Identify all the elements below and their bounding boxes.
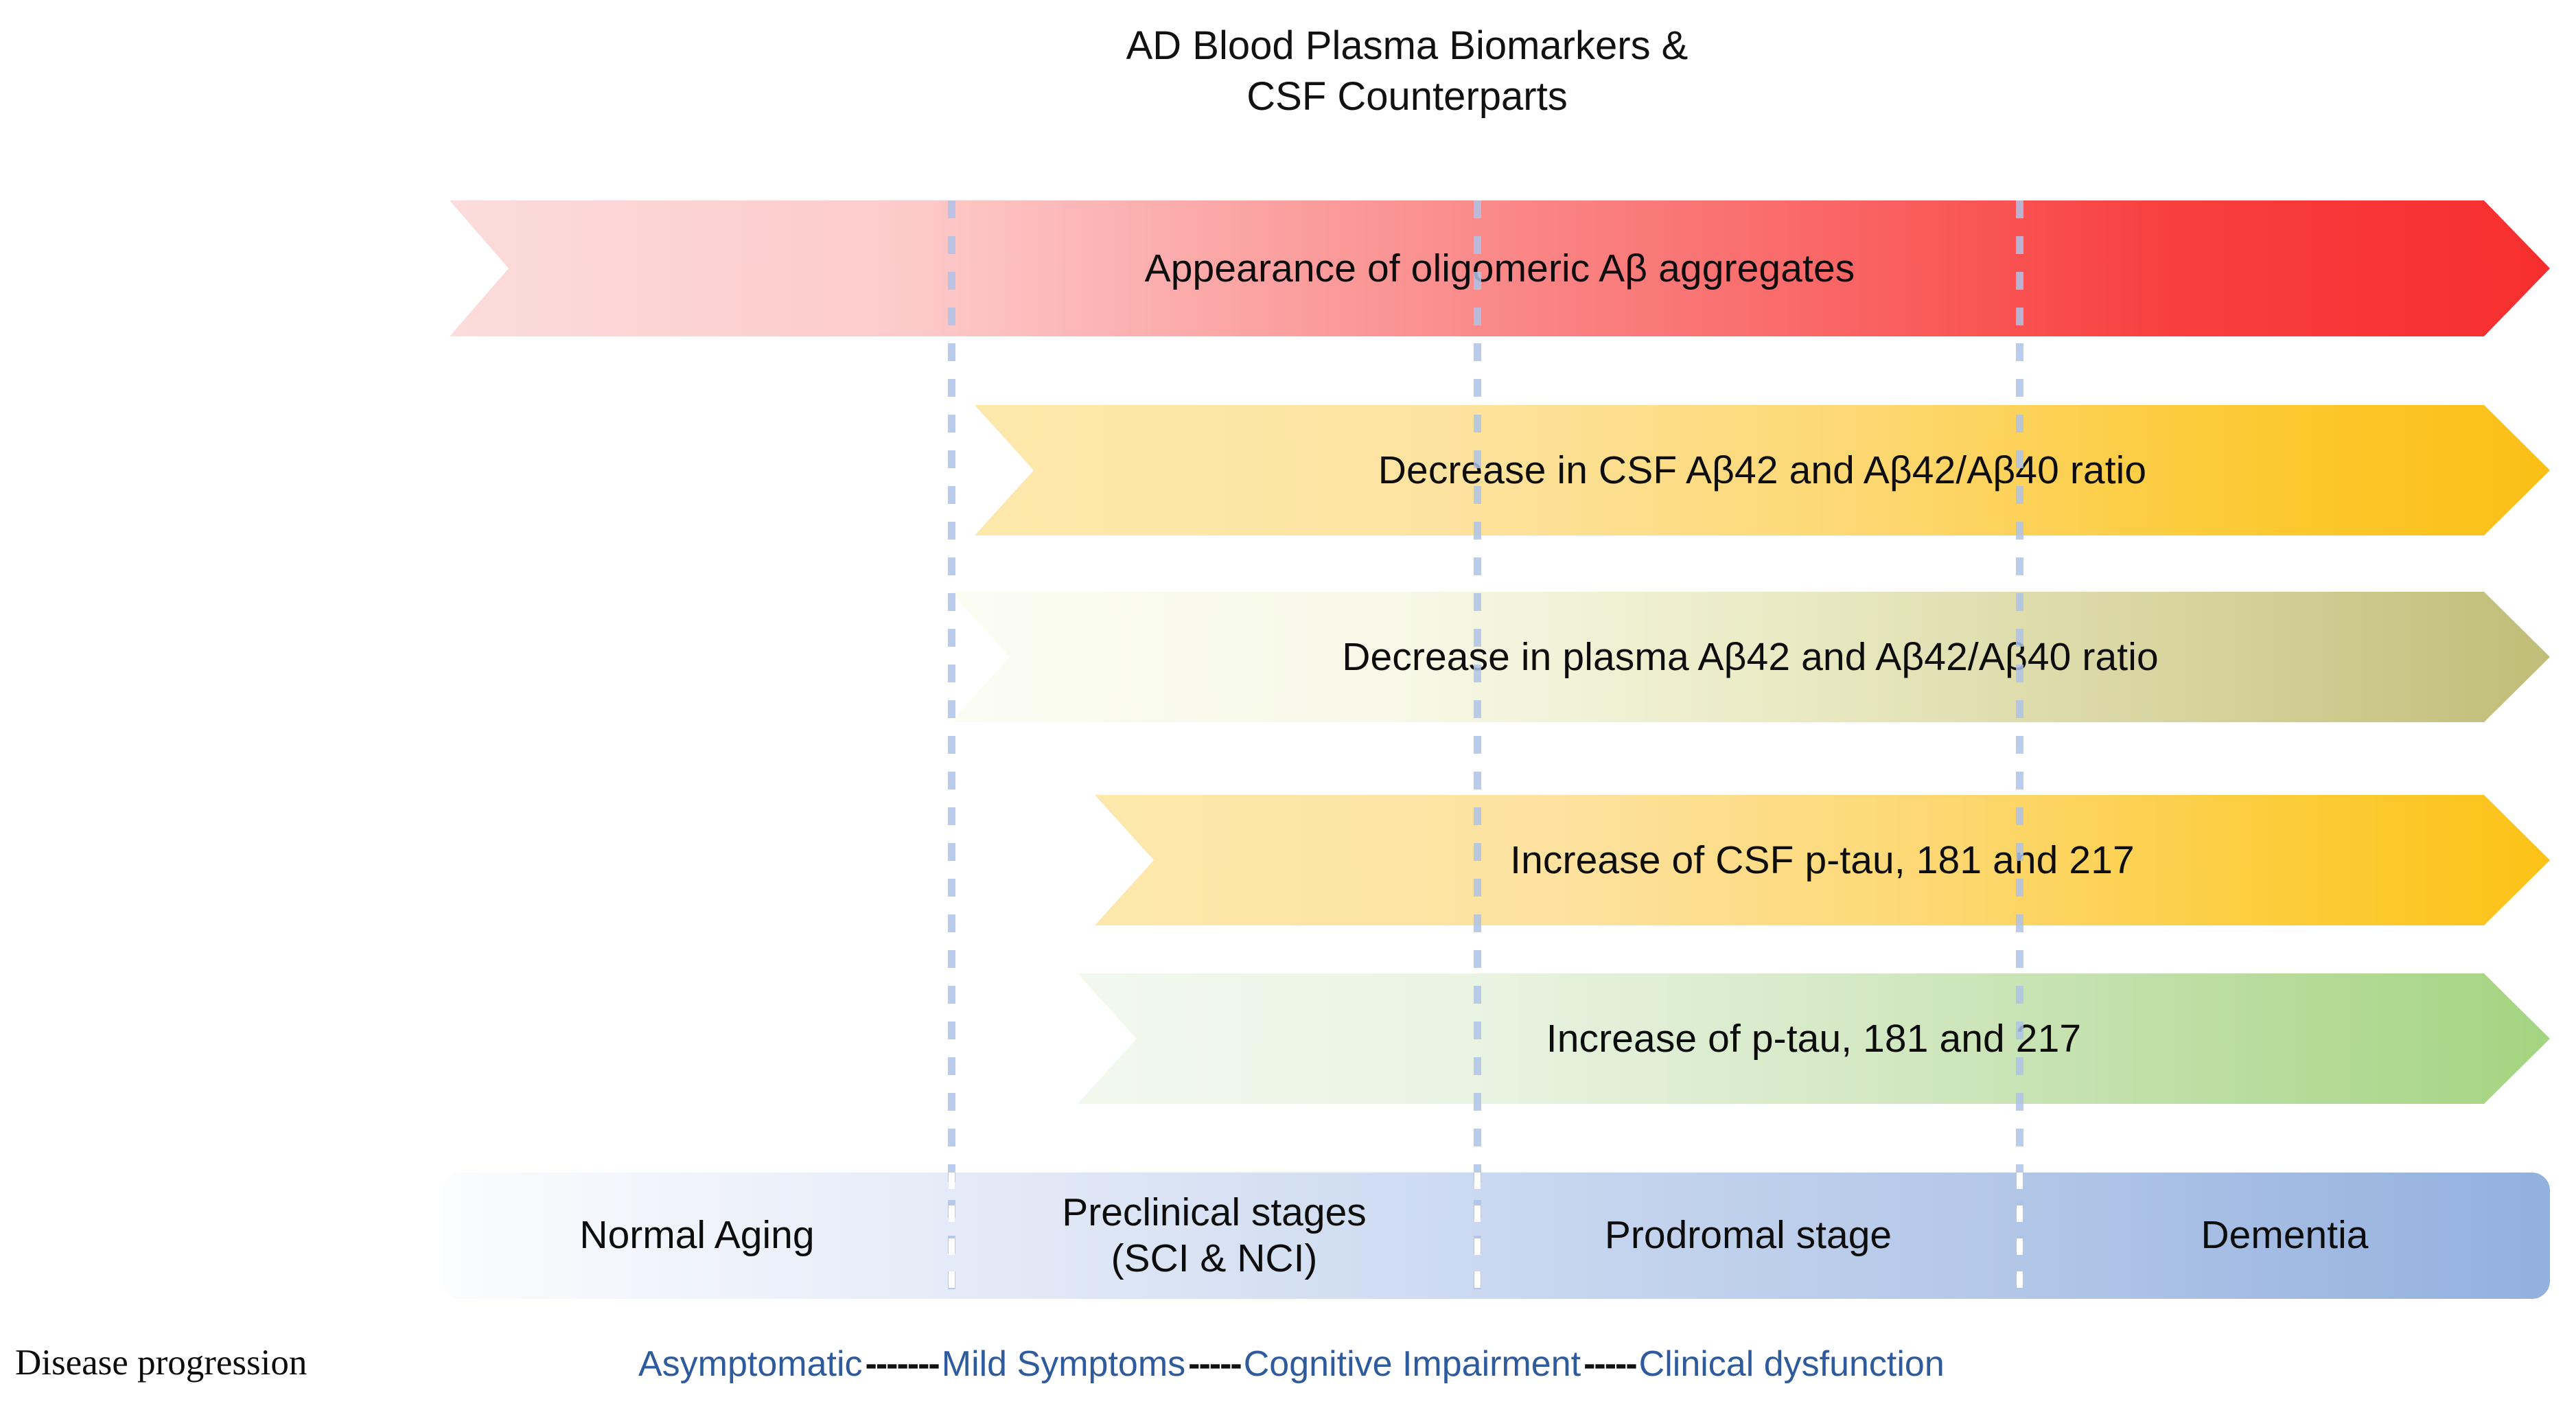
progression-step-cognitive-impairment: Cognitive Impairment — [1243, 1344, 1581, 1384]
stage-label: Prodromal stage — [1604, 1213, 1892, 1258]
stage-separator-1 — [948, 200, 955, 1299]
stage-label: Normal Aging — [579, 1213, 815, 1258]
arrow-label: Increase of CSF p-tau, 181 and 217 — [1510, 838, 2135, 882]
arrow-label: Increase of p-tau, 181 and 217 — [1546, 1017, 2082, 1061]
arrow-csf-ptau-increase: Increase of CSF p-tau, 181 and 217 — [1095, 795, 2550, 925]
arrow-plasma-ptau-increase: Increase of p-tau, 181 and 217 — [1078, 973, 2550, 1104]
progression-step-asymptomatic: Asymptomatic — [638, 1344, 863, 1384]
disease-progression-label: Disease progression — [15, 1343, 308, 1383]
arrow-csf-abeta42-decrease: Decrease in CSF Aβ42 and Aβ42/Aβ40 ratio — [975, 405, 2550, 535]
arrow-label: Appearance of oligomeric Aβ aggregates — [1144, 246, 1855, 290]
arrow-oligomeric-abeta-aggregates: Appearance of oligomeric Aβ aggregates — [450, 200, 2550, 336]
arrow-plasma-abeta42-decrease: Decrease in plasma Aβ42 and Aβ42/Aβ40 ra… — [951, 592, 2550, 722]
arrow-label: Decrease in plasma Aβ42 and Aβ42/Aβ40 ra… — [1342, 635, 2159, 679]
stage-bar-separator-3 — [2017, 1173, 2023, 1299]
stage-segment-normal-aging: Normal Aging — [443, 1173, 951, 1299]
arrow-label: Decrease in CSF Aβ42 and Aβ42/Aβ40 ratio — [1378, 448, 2147, 492]
progression-step-clinical-dysfunction: Clinical dysfunction — [1638, 1344, 1945, 1384]
stage-label: Preclinical stages (SCI & NCI) — [1062, 1190, 1367, 1280]
stage-label: Dementia — [2201, 1213, 2369, 1258]
disease-stage-bar: Normal Aging Preclinical stages (SCI & N… — [443, 1173, 2550, 1299]
stage-segment-prodromal: Prodromal stage — [1477, 1173, 2019, 1299]
page-title: AD Blood Plasma Biomarkers & CSF Counter… — [1126, 23, 1689, 119]
disease-progression-track: Asymptomatic ------- Mild Symptoms -----… — [638, 1340, 2533, 1388]
stage-bar-separator-2 — [1474, 1173, 1481, 1299]
stage-segment-preclinical: Preclinical stages (SCI & NCI) — [951, 1173, 1477, 1299]
progression-step-mild-symptoms: Mild Symptoms — [941, 1344, 1186, 1384]
stage-bar-separator-1 — [949, 1173, 955, 1299]
stage-segment-dementia: Dementia — [2019, 1173, 2550, 1299]
progression-connector-3: ----- — [1583, 1344, 1638, 1384]
stage-separator-2 — [1474, 200, 1481, 1299]
stage-separator-3 — [2016, 200, 2023, 1299]
progression-connector-2: ----- — [1188, 1344, 1242, 1384]
progression-connector-1: ------- — [865, 1344, 940, 1384]
